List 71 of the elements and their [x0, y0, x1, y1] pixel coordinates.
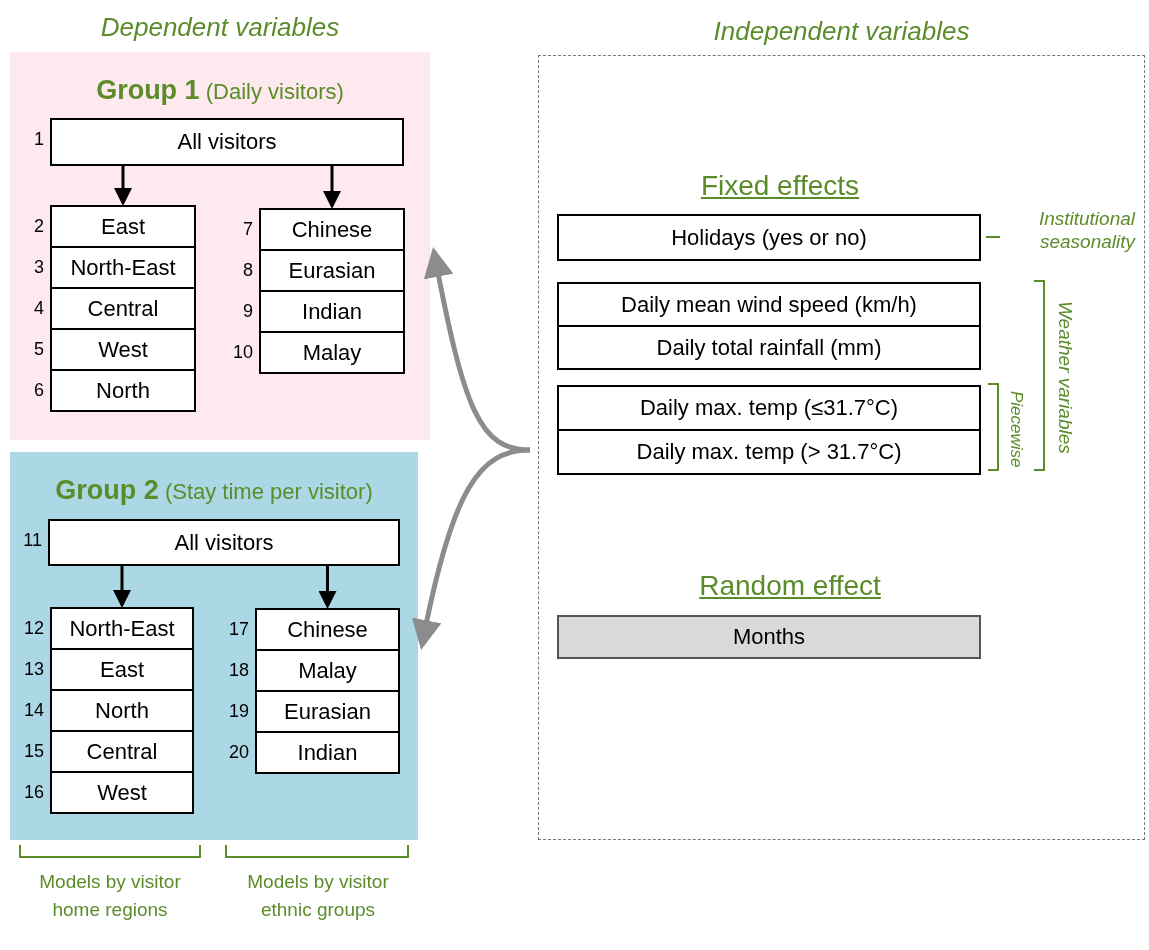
variable-name: Indian: [297, 741, 358, 764]
arrow: [113, 564, 131, 608]
model-number: 3: [34, 256, 44, 279]
model-number: 16: [23, 781, 44, 804]
variable-name: West: [97, 781, 147, 804]
variable-name: All visitors: [174, 531, 274, 554]
arrow: [114, 164, 132, 206]
variable-name: Indian: [302, 300, 362, 323]
variable-name: All visitors: [177, 131, 277, 153]
variable-name: Malay: [302, 341, 362, 364]
bracket-label: Weather variables: [1053, 300, 1077, 456]
bracket-label: Models by visitor home regions: [38, 870, 182, 922]
variable-name: Daily total rainfall (mm): [656, 336, 882, 359]
variable-box: [557, 214, 981, 261]
model-number: 4: [34, 297, 44, 320]
model-number: 12: [23, 617, 44, 640]
effect-heading: Fixed effects: [699, 169, 861, 203]
model-number: 13: [23, 658, 44, 681]
variable-name: Eurasian: [288, 259, 376, 282]
variable-box: [557, 429, 981, 475]
model-number: 7: [243, 218, 253, 241]
effect-heading: Random effect: [698, 569, 882, 603]
variable-name: Daily max. temp (≤31.7°C): [639, 397, 899, 419]
model-number: 15: [23, 740, 44, 763]
variable-name: North: [95, 699, 149, 722]
variable-name: Chinese: [287, 618, 368, 641]
model-number: 20: [228, 741, 249, 764]
variable-name: Chinese: [291, 218, 373, 241]
variable-name: North-East: [70, 256, 176, 279]
arrow: [318, 564, 337, 609]
bracket-label: Institutional seasonality: [1037, 208, 1135, 254]
model-number: 11: [23, 529, 42, 552]
model-number: 6: [34, 379, 44, 402]
group-heading: Group 1 (Daily visitors): [95, 74, 345, 107]
model-number: 14: [23, 699, 44, 722]
section-heading: Dependent variables: [99, 11, 341, 44]
variable-box: [557, 385, 981, 431]
variable-name: Central: [87, 297, 159, 320]
model-number: 9: [243, 300, 253, 323]
variable-box: [557, 325, 981, 370]
arrow: [323, 164, 341, 209]
model-number: 18: [228, 659, 249, 682]
model-number: 5: [34, 338, 44, 361]
model-number: 19: [228, 700, 249, 723]
variable-name: Malay: [298, 659, 357, 682]
arrow: [412, 447, 531, 650]
variable-name: Central: [86, 740, 158, 763]
variable-name: Daily mean wind speed (km/h): [621, 293, 917, 316]
group-panel: [10, 52, 430, 440]
model-number: 10: [232, 341, 253, 364]
variable-name: Holidays (yes or no): [671, 226, 867, 249]
model-number: 2: [34, 215, 44, 238]
variable-name: Eurasian: [284, 700, 371, 723]
model-number: 1: [34, 128, 44, 151]
group-panel: [10, 452, 418, 840]
section-heading: Independent variables: [712, 15, 971, 48]
bracket-label: Models by visitor ethnic groups: [246, 870, 390, 922]
variable-name: West: [98, 338, 148, 361]
variable-name: East: [100, 658, 144, 681]
bracket-label: Piecewise: [1005, 389, 1027, 470]
variable-box: [557, 615, 981, 659]
group-heading: Group 2 (Stay time per visitor): [54, 474, 374, 507]
arrow: [424, 247, 531, 453]
variable-name: Months: [732, 626, 806, 648]
model-number: 17: [228, 618, 249, 641]
variable-name: Daily max. temp (> 31.7°C): [636, 441, 902, 463]
variable-name: North-East: [69, 617, 175, 640]
variable-box: [557, 282, 981, 327]
model-number: 8: [243, 259, 253, 282]
variable-name: North: [96, 379, 150, 402]
variable-name: East: [101, 215, 145, 238]
